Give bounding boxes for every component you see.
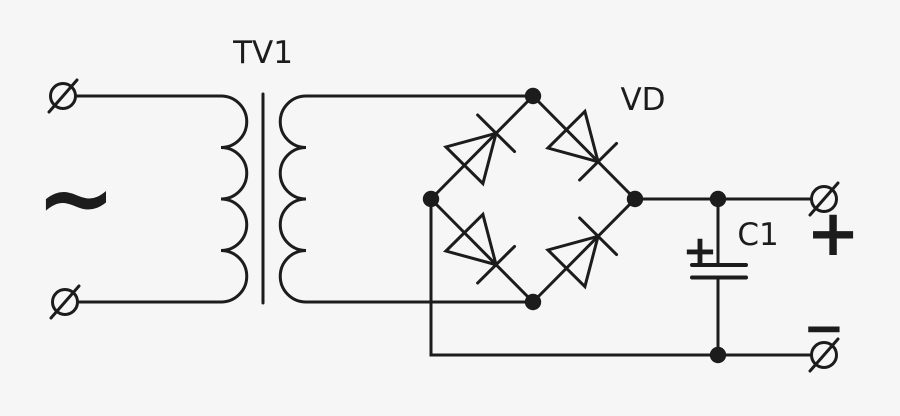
diode-cathode-bar — [578, 216, 619, 257]
terminal-slash — [808, 337, 840, 373]
terminal-slash — [47, 78, 79, 114]
junction-dot-capacitor-top — [709, 190, 727, 208]
junction-dot-bridge-bottom — [524, 293, 542, 311]
junction-dot-bridge-left — [422, 190, 440, 208]
ac-wave-icon: ~ — [36, 142, 116, 254]
capacitor-polarity-plus-icon: + — [682, 226, 717, 275]
diode-triangle — [545, 108, 601, 164]
diode-cathode-bar — [476, 113, 517, 154]
output-terminal-negative — [808, 337, 840, 373]
wire-negative-rail — [429, 197, 813, 357]
output-plus-icon: + — [806, 197, 860, 271]
diode-cathode-bar — [476, 244, 517, 285]
junction-dot-capacitor-bottom — [709, 346, 727, 364]
label-layer: TV1 VD C1 ~ + + − — [36, 35, 860, 357]
terminal-circle — [810, 341, 838, 369]
diode-cathode-bar — [578, 141, 619, 182]
junction-layer — [422, 87, 727, 364]
diode-top-left — [443, 113, 517, 187]
diode-triangle — [545, 234, 601, 290]
transformer-primary-winding — [219, 94, 249, 304]
diode-bridge-label: VD — [620, 82, 665, 118]
wiring-layer — [47, 78, 840, 373]
capacitor-label: C1 — [737, 217, 778, 253]
terminal-circle — [810, 185, 838, 213]
diode-triangle — [443, 211, 499, 267]
output-minus-icon: − — [803, 299, 845, 357]
diode-bottom-left — [443, 211, 517, 285]
terminal-slash — [808, 181, 840, 217]
terminal-slash — [49, 284, 81, 320]
output-terminal-positive — [808, 181, 840, 217]
diode-bottom-right — [545, 216, 619, 290]
transformer-secondary-winding — [278, 94, 308, 304]
diode-top-right — [545, 108, 619, 182]
junction-dot-bridge-top — [524, 87, 542, 105]
diode-triangle — [443, 131, 499, 187]
transformer-label: TV1 — [232, 35, 293, 71]
junction-dot-bridge-right — [626, 190, 644, 208]
capacitor-plates — [690, 263, 748, 280]
